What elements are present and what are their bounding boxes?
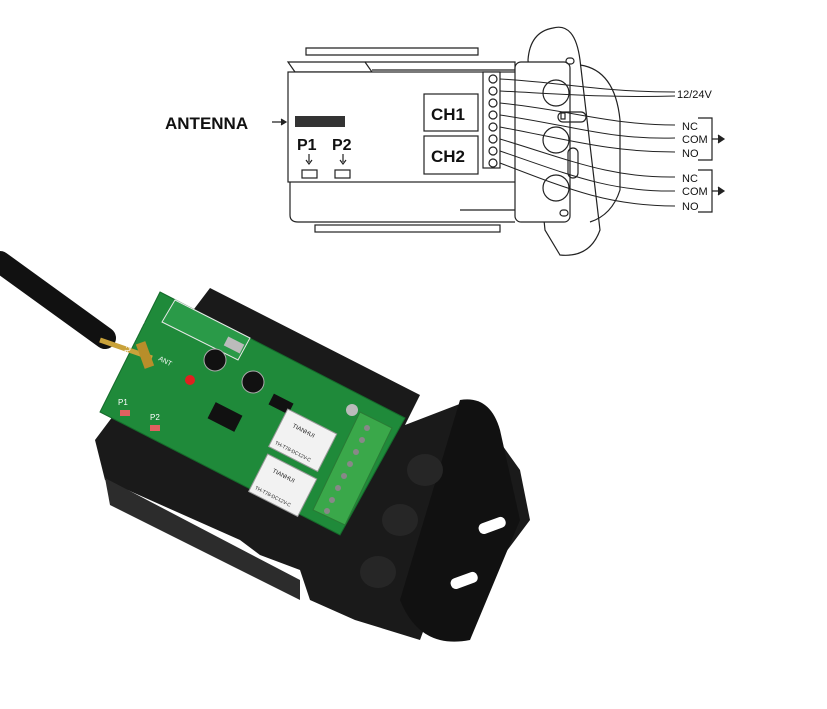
ch1-com-label: COM <box>682 134 708 146</box>
grommet-2 <box>382 504 418 536</box>
ch1-no-label: NO <box>682 148 699 160</box>
bracket-slot <box>560 112 566 120</box>
enclosure-lower <box>289 182 515 223</box>
capacitor <box>241 370 265 394</box>
diagram-labels: ANTENNA P1 P2 CH1 CH2 12/24V NC COM NO N… <box>165 89 713 213</box>
housing-base-rail <box>105 478 300 600</box>
bracket-plate <box>514 61 571 223</box>
terminal-screws <box>488 74 498 168</box>
terminal-strip <box>482 71 501 169</box>
ch2-nc-label: NC <box>682 173 698 185</box>
board-p1-label: P1 <box>118 398 128 407</box>
ch1-box <box>423 93 479 132</box>
ch2-label: CH2 <box>431 147 465 166</box>
p1-button <box>120 410 130 416</box>
terminal-screws <box>324 425 370 514</box>
ch2-box <box>423 135 479 175</box>
power-label: 12/24V <box>677 89 713 101</box>
p1-label: P1 <box>297 137 317 154</box>
ic-chip <box>207 402 243 432</box>
p1-button <box>301 169 318 179</box>
top-rail-left <box>286 61 374 73</box>
bracket-hole <box>450 571 478 590</box>
p2-button <box>334 169 351 179</box>
terminal-block <box>312 411 393 526</box>
relay-2: TIANHUI TH-T78-DC12V-C <box>247 453 318 518</box>
ch2-com-label: COM <box>682 186 708 198</box>
p1-arrow-icon <box>305 154 313 165</box>
top-rail-right <box>365 61 516 71</box>
bottom-rail <box>314 224 501 233</box>
product-photo: ANT TIANHUI TH-T78-DC12V-C TIANHUI TH-T7… <box>0 251 530 642</box>
pcb <box>99 291 406 536</box>
ch1-label: CH1 <box>431 105 465 124</box>
p2-label: P2 <box>332 137 352 154</box>
housing-end-cap <box>400 399 520 642</box>
ch1-nc-label: NC <box>682 121 698 133</box>
p2-arrow-icon <box>339 154 347 165</box>
crystal <box>223 336 245 354</box>
wires <box>499 78 676 207</box>
antenna-arrow-icon <box>272 118 288 126</box>
bracket-ear <box>579 64 621 223</box>
top-rail <box>305 47 479 56</box>
screw <box>346 404 358 416</box>
led <box>185 375 195 385</box>
p2-button <box>150 425 160 431</box>
ch2-output-arrow-icon <box>712 186 726 196</box>
board-p2-label: P2 <box>150 413 160 422</box>
wiring-diagram <box>272 26 726 256</box>
bracket-hole <box>478 516 506 535</box>
ch1-output-arrow-icon <box>712 134 726 144</box>
grommet-1 <box>407 454 443 486</box>
grommet-2 <box>542 126 570 154</box>
ch2-no-label: NO <box>682 201 699 213</box>
grommet-3 <box>360 556 396 588</box>
capacitor <box>203 348 227 372</box>
antenna-bar <box>295 116 345 127</box>
antenna-label: ANTENNA <box>165 114 248 133</box>
antenna-cable <box>0 251 116 349</box>
